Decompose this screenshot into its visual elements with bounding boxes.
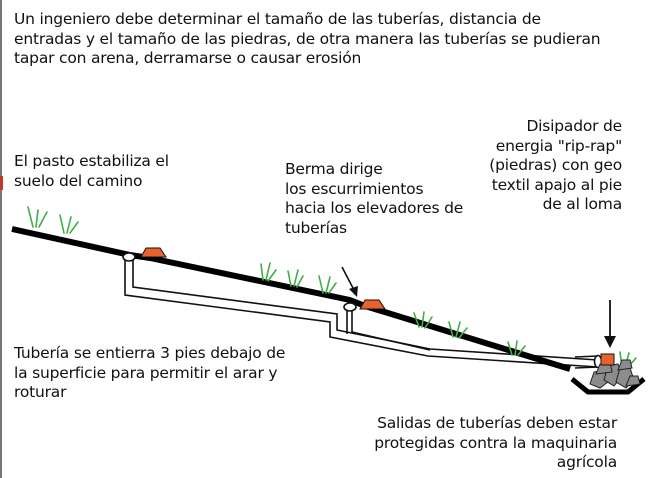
orange-outlet-marker	[600, 353, 615, 366]
rip-rap-dissipator	[570, 353, 646, 395]
pipe-1-top	[132, 259, 599, 361]
grass-tuft-icon	[27, 206, 637, 368]
riser-1	[122, 252, 136, 262]
down-arrow-icon	[604, 300, 616, 348]
pipe-1-bottom	[124, 259, 599, 368]
orange-inlet-icon	[140, 247, 167, 258]
label-energy-dissipator: Disipador de energia "rip-rap" (piedras)…	[489, 117, 622, 213]
page-edge-line	[0, 0, 2, 478]
label-pipe-outlets: Salidas de tuberías deben estar protegid…	[374, 414, 617, 471]
label-pipe-depth: Tubería se entierra 3 pies debajo de la …	[14, 344, 286, 401]
page-edge-mark	[0, 176, 3, 190]
riser-2	[343, 302, 357, 312]
underground-pipes	[124, 259, 599, 368]
down-arrow-icon	[341, 266, 358, 297]
label-grass-stabilizes: El pasto estabiliza el suelo del camino	[14, 152, 169, 190]
intro-paragraph: Un ingeniero debe determinar el tamaño d…	[14, 10, 601, 67]
label-berm: Berma dirige los escurrimientos hacia lo…	[285, 160, 464, 237]
ground-surface	[11, 226, 571, 372]
pipe-2-top	[351, 309, 431, 351]
orange-inlet-icon	[359, 299, 386, 310]
